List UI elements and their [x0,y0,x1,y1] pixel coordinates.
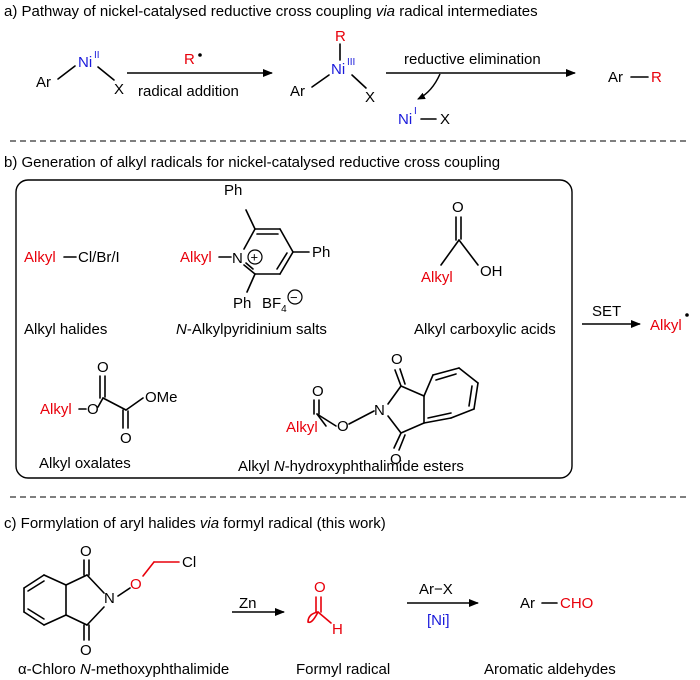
radical-precursors-box [15,179,573,479]
acid-carbonyl-o: O [452,199,464,216]
aldehyde-aryl-label: Ar [520,595,535,612]
acid-oh-label: OH [480,263,503,280]
section-b-title: b) Generation of alkyl radicals for nick… [4,154,500,171]
positive-charge: + [251,250,259,265]
alkyl-oxalates-caption: Alkyl oxalates [39,455,131,472]
cross-coupling-product: Ar R [608,69,662,86]
formyl-h-label: H [332,621,343,638]
aldehyde-cho-label: CHO [560,595,593,612]
radical-addition-label: radical addition [138,83,239,100]
nhpi-alkyl-label: Alkyl [286,419,318,436]
nhpi-caption: Alkyl N-hydroxyphthalimide esters [238,458,464,475]
positive-charge-circle [247,249,263,265]
halide-x-label: X [114,81,124,98]
pyridinium-ph-right: Ph [312,244,330,261]
reagent-caption: α-Chloro N-methoxyphthalimide [18,661,229,678]
reagent-cl-label: Cl [182,554,196,571]
zinc-reduction-arrow: Zn [232,595,285,616]
nickel-coupling-arrow: Ar−X [Ni] [407,581,479,629]
methoxyphthalimide-reagent: O N O O Cl α-Chloro N-methoxyphthalimide [18,543,229,678]
pyridinium-ph-bottom: Ph [233,295,251,312]
ni-i-label: Ni [398,111,412,128]
reagent-n-label: N [104,590,115,607]
radical-r-label: R [184,51,195,68]
byproduct-x-label: X [440,111,450,128]
formyl-o-label: O [314,579,326,596]
reagent-o-ether: O [130,576,142,593]
negative-charge-circle [287,289,303,305]
radical-dot [198,53,202,57]
aromatic-aldehyde: Ar CHO Aromatic aldehydes [484,595,616,678]
ni-iii-aryl-label: Ar [290,83,305,100]
reductive-elimination-arrow: reductive elimination Ni I X [386,51,576,128]
oxalate-ome-label: OMe [145,389,178,406]
nhpi-n-label: N [374,402,385,419]
oxalate-o-top: O [97,359,109,376]
halide-alkyl-label: Alkyl [24,249,56,266]
oxalate-o-bottom: O [120,430,132,447]
nhpi-carbonyl-o: O [312,383,324,400]
oxidation-state-ii: II [94,50,100,61]
oxidation-state-i: I [414,106,417,117]
nickel-ii-complex: Ar Ni II X [36,50,124,98]
nhpi-o-bottom: O [390,451,402,468]
carboxylic-acid: O Alkyl OH Alkyl carboxylic acids [414,199,556,338]
alkyl-halide: Alkyl Cl/Br/I Alkyl halides [24,249,120,338]
radical-addition-arrow: R radical addition [127,51,273,100]
negative-charge: − [290,290,298,305]
aryl-label: Ar [36,74,51,91]
section-c-title: c) Formylation of aryl halides via formy… [4,515,386,532]
reagent-o-top: O [80,543,92,560]
set-label: SET [592,303,621,320]
pyridinium-caption: N-Alkylpyridinium salts [176,321,327,338]
section-a-title: a) Pathway of nickel-catalysed reductive… [4,3,538,20]
aromatic-aldehydes-caption: Aromatic aldehydes [484,661,616,678]
oxalate-alkyl-label: Alkyl [40,401,72,418]
alkylpyridinium-salt: Ph Alkyl N + Ph Ph BF4 − N-Alkylpyridini… [176,182,330,338]
alkyl-oxalate: O Alkyl O O OMe Alkyl oxalates [39,359,178,472]
ni-iii-x-label: X [365,89,375,106]
ni-iii-r-label: R [335,28,346,45]
pyridinium-n-label: N [232,250,243,267]
nickel-catalyst-label: [Ni] [427,612,450,629]
ni-iii-label: Ni [331,61,345,78]
radical-orbital [307,611,319,624]
reagent-o-bottom: O [80,642,92,659]
alkyl-halides-caption: Alkyl halides [24,321,107,338]
carboxylic-acids-caption: Alkyl carboxylic acids [414,321,556,338]
acid-alkyl-label: Alkyl [421,269,453,286]
tetrafluoroborate-label: BF4 [262,295,287,315]
formyl-radical-caption: Formyl radical [296,661,390,678]
aryl-halide-label: Ar−X [419,581,453,598]
reductive-elimination-label: reductive elimination [404,51,541,68]
zinc-label: Zn [239,595,257,612]
product-r-label: R [651,69,662,86]
alkyl-radical-product: Alkyl [650,317,682,334]
pyridinium-alkyl-label: Alkyl [180,249,212,266]
nickel-label: Ni [78,54,92,71]
nhpi-ester: O Alkyl O N O O Alkyl N-hydroxyphthalimi… [238,351,479,475]
pyridinium-ph-top: Ph [224,182,242,199]
nickel-iii-complex: R Ni III Ar X [290,28,375,106]
halide-suffix-label: Cl/Br/I [78,249,120,266]
product-aryl-label: Ar [608,69,623,86]
set-arrow: SET Alkyl [582,303,689,334]
oxalate-ester-o: O [87,401,99,418]
formyl-radical: O H Formyl radical [296,579,390,678]
nhpi-ester-o: O [337,418,349,435]
oxidation-state-iii: III [347,57,355,68]
nhpi-o-top: O [391,351,403,368]
alkyl-radical-dot [685,313,689,317]
